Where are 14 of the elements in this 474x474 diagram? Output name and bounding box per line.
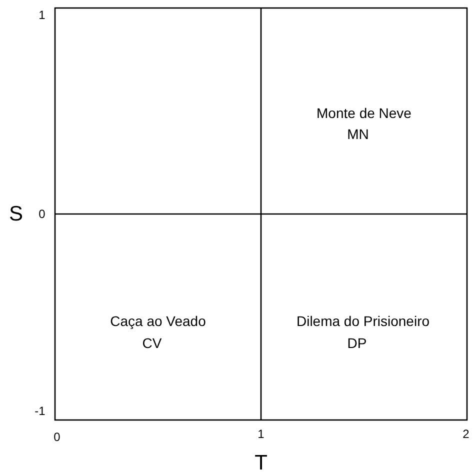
region-label: Caça ao Veado — [110, 314, 206, 328]
region-label: Dilema do Prisioneiro — [296, 314, 430, 328]
tick-label: 0 — [54, 431, 60, 443]
region-label: CV — [142, 336, 162, 350]
region-label: MN — [347, 127, 369, 141]
tick-label: 1 — [258, 428, 264, 440]
tick-label: 2 — [462, 428, 470, 440]
axis-label: S — [9, 204, 23, 224]
axis-label: T — [254, 452, 268, 474]
region-label: Monte de Neve — [316, 106, 412, 120]
tick-label: -1 — [34, 405, 46, 417]
tick-label: 1 — [38, 9, 46, 21]
region-label: DP — [347, 336, 367, 350]
tick-label: 0 — [38, 208, 46, 220]
